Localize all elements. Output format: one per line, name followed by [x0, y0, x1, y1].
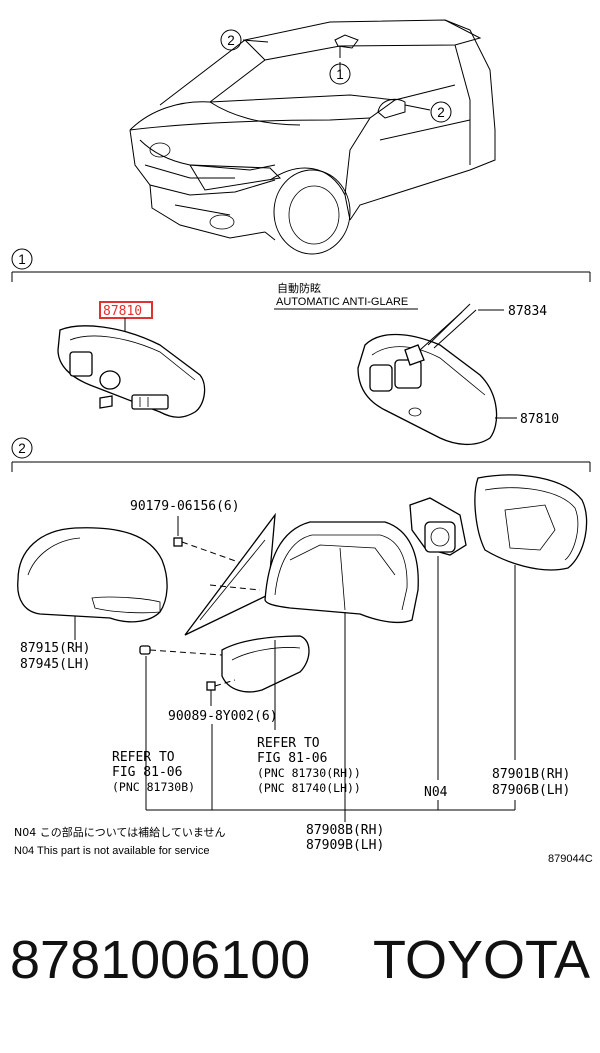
refer2-line3: (PNC 81730(RH)): [257, 766, 361, 780]
svg-text:1: 1: [18, 252, 26, 267]
inner-mirror-auto: [357, 303, 498, 446]
clip-icon: [139, 645, 151, 655]
label-glass-lh[interactable]: 87906B(LH): [492, 783, 570, 798]
part-number: 8781006100: [10, 930, 311, 990]
refer2-line2[interactable]: FIG 81-06: [257, 751, 327, 766]
svg-text:2: 2: [227, 33, 235, 48]
mirror-motor: [409, 497, 467, 556]
callout-2-side: 2: [430, 101, 452, 123]
svg-text:2: 2: [437, 105, 445, 120]
figure-id: 879044C: [548, 853, 593, 865]
label-screw[interactable]: 90089-8Y002(6): [168, 709, 278, 724]
label-assy-lh[interactable]: 87909B(LH): [306, 838, 384, 853]
label-87810-auto[interactable]: 87810: [520, 412, 559, 427]
refer2-line1: REFER TO: [257, 736, 320, 751]
brand-name: TOYOTA: [372, 930, 590, 990]
mirror-glass: [474, 474, 588, 571]
svg-text:87810: 87810: [103, 304, 142, 319]
label-glass-rh[interactable]: 87901B(RH): [492, 767, 570, 782]
svg-text:1: 1: [336, 67, 344, 82]
footer-caption: 8781006100 TOYOTA: [10, 905, 590, 1015]
anti-glare-label-en: AUTOMATIC ANTI-GLARE: [276, 296, 408, 308]
mirror-base-triangle: [184, 512, 276, 636]
callout-2-top: 2: [220, 29, 242, 51]
refer1-line3: (PNC 81730B): [112, 780, 195, 794]
refer2-line4: (PNC 81740(LH)): [257, 781, 361, 795]
car-illustration: [129, 19, 496, 255]
label-assy-rh[interactable]: 87908B(RH): [306, 823, 384, 838]
label-cover-lh[interactable]: 87945(LH): [20, 657, 90, 672]
refer1-line1: REFER TO: [112, 750, 175, 765]
note-jp: N04 この部品については補給していません: [14, 825, 226, 839]
highlighted-part-87810[interactable]: 87810: [99, 301, 153, 319]
label-bolt[interactable]: 90179-06156(6): [130, 499, 240, 514]
callout-1-top: 1: [329, 63, 351, 85]
turn-signal-lamp: [221, 635, 310, 693]
note-en: N04 This part is not available for servi…: [14, 845, 209, 857]
parts-diagram: 2 1 2 1 自動防眩 AUTOMATIC ANTI-GLARE 87810: [11, 19, 593, 865]
mirror-housing: [264, 521, 419, 624]
label-87834[interactable]: 87834: [508, 304, 547, 319]
anti-glare-label-jp: 自動防眩: [277, 281, 321, 295]
label-cover-rh[interactable]: 87915(RH): [20, 641, 90, 656]
svg-text:2: 2: [18, 441, 26, 456]
screw-icon: [206, 681, 216, 691]
inner-mirror-standard: [57, 325, 206, 418]
mirror-cover: [17, 527, 168, 623]
section-1-header: 1: [11, 248, 591, 282]
bolt-icon: [173, 537, 183, 547]
label-n04[interactable]: N04: [424, 785, 448, 800]
section-2-header: 2: [11, 437, 591, 472]
refer1-line2[interactable]: FIG 81-06: [112, 765, 182, 780]
